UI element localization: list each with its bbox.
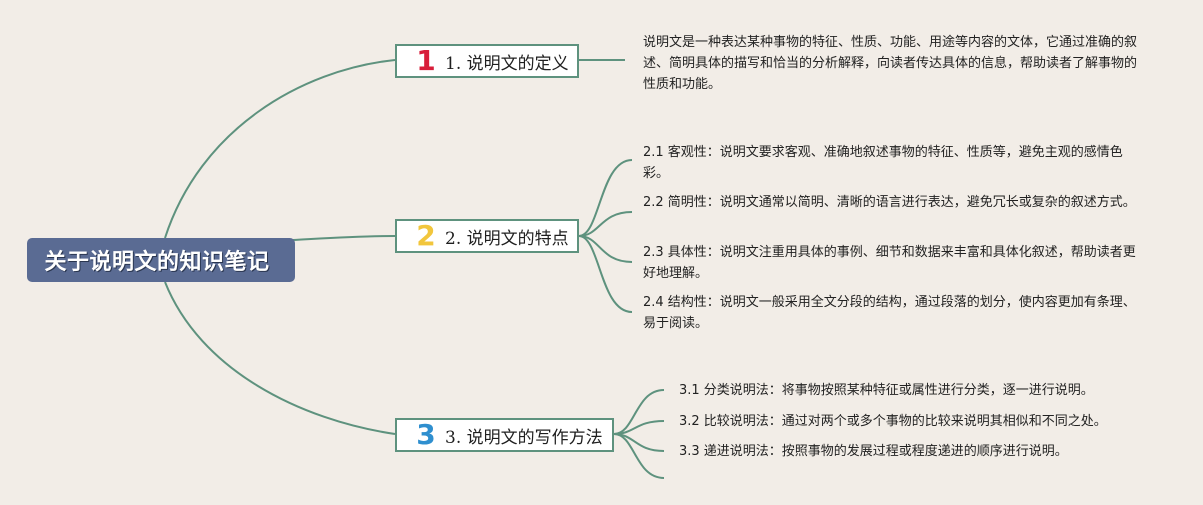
feature-concreteness-text: 2.3 具体性：说明文注重用具体的事例、细节和数据来丰富和具体化叙述，帮助读者更… <box>643 245 1136 281</box>
method-comparison-text: 3.2 比较说明法：通过对两个或多个事物的比较来说明其相似和不同之处。 <box>679 414 1107 429</box>
number-one-icon: 1 <box>416 44 436 77</box>
topic-2-label: 2. 说明文的特点 <box>445 228 569 249</box>
root-topic[interactable]: 关于说明文的知识笔记 <box>27 238 295 282</box>
branch-line-1 <box>164 59 396 239</box>
topic3-detail-line-4 <box>613 433 665 479</box>
root-title: 关于说明文的知识笔记 <box>44 250 270 275</box>
topic2-detail-line-4 <box>578 235 633 313</box>
topic-3-writing-methods[interactable]: 3 3. 说明文的写作方法 <box>395 418 614 452</box>
feature-structure-text: 2.4 结构性：说明文一般采用全文分段的结构，通过段落的划分，使内容更加有条理、… <box>643 295 1136 331</box>
topic3-detail-line-1 <box>613 389 665 435</box>
number-three-icon: 3 <box>416 418 436 451</box>
method-progression-text: 3.3 递进说明法：按照事物的发展过程或程度递进的顺序进行说明。 <box>679 444 1068 459</box>
feature-objectivity-text: 2.1 客观性：说明文要求客观、准确地叙述事物的特征、性质等，避免主观的感情色彩… <box>643 145 1123 181</box>
topic-1-definition[interactable]: 1 1. 说明文的定义 <box>395 44 579 78</box>
number-two-icon: 2 <box>416 219 436 252</box>
topic-2-features[interactable]: 2 2. 说明文的特点 <box>395 219 579 253</box>
definition-text: 说明文是一种表达某种事物的特征、性质、功能、用途等内容的文体，它通过准确的叙述、… <box>643 35 1138 92</box>
topic2-detail-line-1 <box>578 159 633 237</box>
branch-line-2 <box>292 235 396 241</box>
topic2-detail-line-2 <box>578 211 633 237</box>
topic-1-label: 1. 说明文的定义 <box>445 53 569 74</box>
feature-conciseness-text: 2.2 简明性：说明文通常以简明、清晰的语言进行表达，避免冗长或复杂的叙述方式。 <box>643 195 1136 210</box>
topic-3-label: 3. 说明文的写作方法 <box>445 427 603 448</box>
branch-line-3 <box>164 281 396 435</box>
method-classification-text: 3.1 分类说明法：将事物按照某种特征或属性进行分类，逐一进行说明。 <box>679 383 1094 398</box>
